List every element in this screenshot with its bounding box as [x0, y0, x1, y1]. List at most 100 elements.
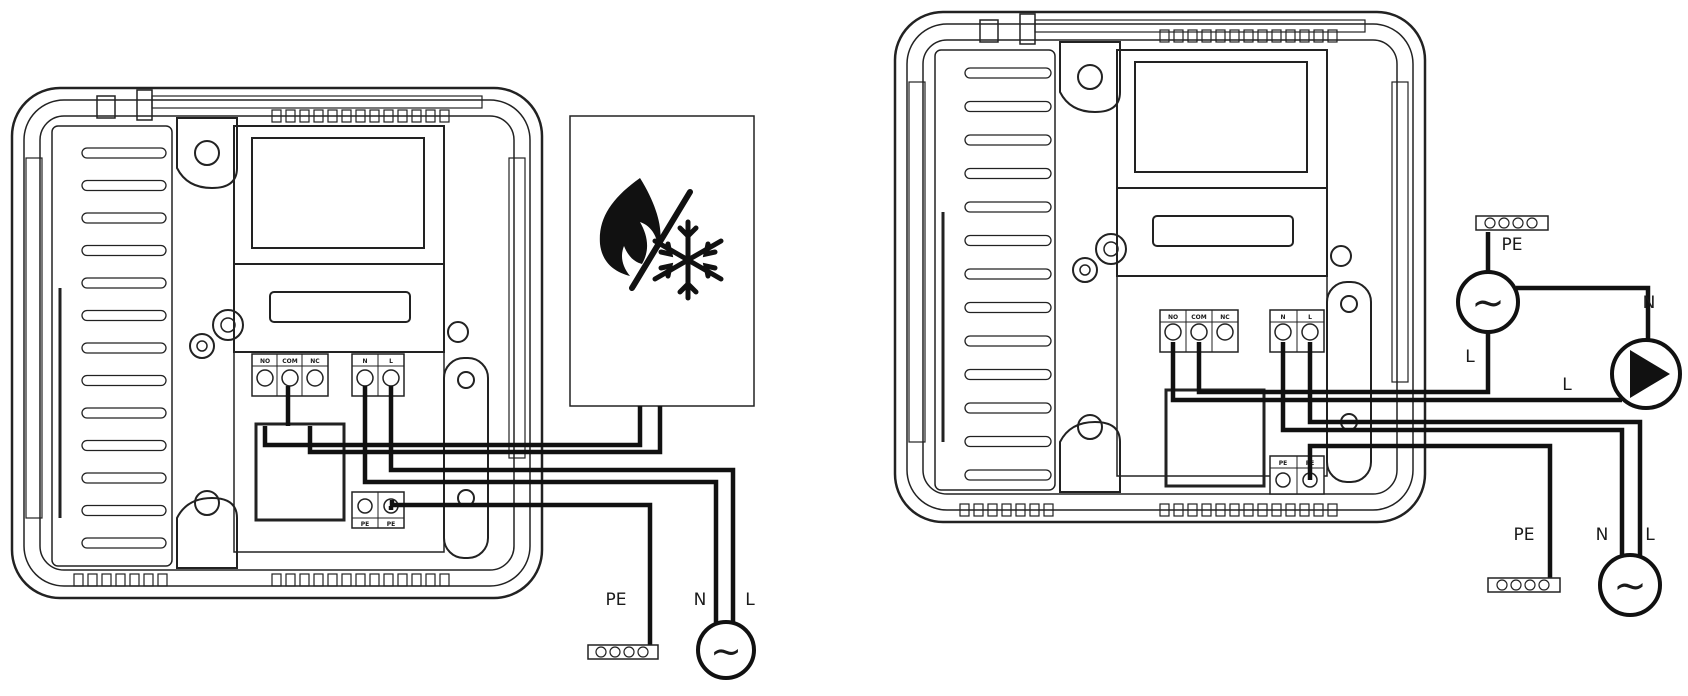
connector-tooth	[1243, 503, 1254, 517]
vent-slot	[964, 335, 1052, 347]
vent-slot	[81, 212, 167, 224]
ac-symbol: ~	[710, 629, 742, 673]
vent-slot	[81, 537, 167, 549]
terminal-l: L	[389, 358, 393, 365]
vent-slot	[81, 179, 167, 192]
connector-tooth	[1159, 503, 1170, 517]
connector-tooth	[355, 109, 366, 123]
connector-tooth	[355, 573, 366, 587]
vent-slots	[81, 147, 167, 549]
connector-tooth	[1187, 29, 1198, 43]
ac-symbol: ~	[1613, 563, 1647, 609]
label-pump-n: N	[1643, 293, 1656, 313]
connector-tooth	[285, 109, 296, 123]
terminal-pe-1: PE	[361, 521, 370, 528]
vent-slot	[81, 407, 167, 419]
connector-tooth	[327, 573, 338, 587]
supply-terminal-block: N L	[1269, 309, 1325, 353]
connector-tooth	[157, 573, 168, 587]
label-n: N	[694, 590, 707, 610]
pe-terminal-block: PE PE	[351, 491, 405, 529]
connector-tooth	[1201, 29, 1212, 43]
connector-tooth	[115, 573, 126, 587]
ac-source-bottom: ~	[1598, 553, 1662, 617]
connector-tooth	[1271, 29, 1282, 43]
connector-tooth	[1257, 29, 1268, 43]
connector-tooth	[959, 503, 970, 517]
connector-tooth	[1327, 29, 1338, 43]
vent-slot	[964, 435, 1052, 448]
flame-icon	[599, 178, 661, 276]
connector-tooth	[313, 573, 324, 587]
vent-slot	[81, 374, 167, 387]
earth-bar-left	[587, 644, 659, 660]
vent-slot	[81, 147, 167, 159]
connector-tooth	[1173, 29, 1184, 43]
connector-tooth	[1215, 503, 1226, 517]
connector-tooth	[87, 573, 98, 587]
ac-source-left: ~	[696, 620, 756, 680]
connector-tooth	[299, 109, 310, 123]
pump-icon	[1610, 338, 1682, 410]
connector-tooth	[271, 573, 282, 587]
earth-bar-bottom	[1487, 577, 1561, 593]
connector-tooth	[439, 573, 450, 587]
connector-tooth	[1327, 503, 1338, 517]
vent-slot	[81, 472, 167, 484]
connector-tooth	[1043, 503, 1054, 517]
vent-slot	[964, 167, 1052, 180]
connector-tooth	[1187, 503, 1198, 517]
connector-tooth	[973, 503, 984, 517]
earth-bar-top	[1475, 215, 1549, 231]
terminal-n: N	[362, 358, 367, 365]
vent-slot	[81, 309, 167, 322]
connector-tooth	[1313, 29, 1324, 43]
connector-tooth	[1215, 29, 1226, 43]
terminal-n: N	[1280, 314, 1285, 321]
connector-tooth	[987, 503, 998, 517]
connector-tooth	[299, 573, 310, 587]
terminal-com: COM	[1191, 314, 1207, 321]
connector-tooth	[1243, 29, 1254, 43]
label-pe: PE	[606, 590, 627, 610]
connector-tooth	[1313, 503, 1324, 517]
ac-source-top: ~	[1456, 270, 1520, 334]
wires-right	[1170, 232, 1651, 584]
pe-terminal-block: PE PE	[1269, 455, 1325, 495]
connector-tooth	[327, 109, 338, 123]
terminal-pe-2: PE	[387, 521, 396, 528]
terminal-nc: NC	[1220, 314, 1230, 321]
connector-tooth	[1257, 503, 1268, 517]
connector-tooth	[1201, 503, 1212, 517]
label-n: N	[1596, 525, 1609, 545]
connector-tooth	[369, 573, 380, 587]
vent-slot	[964, 301, 1052, 314]
supply-terminal-block: N L	[351, 353, 405, 397]
vent-slot	[964, 469, 1052, 481]
label-l: L	[1645, 525, 1655, 545]
connector-tooth	[73, 573, 84, 587]
vent-slot	[81, 439, 167, 452]
vent-slot	[964, 201, 1052, 213]
heating-cooling-device	[569, 115, 755, 407]
connector-tooth	[143, 573, 154, 587]
terminal-l: L	[1308, 314, 1312, 321]
connector-tooth	[1271, 503, 1282, 517]
connector-tooth	[425, 573, 436, 587]
terminal-no: NO	[1168, 314, 1178, 321]
connector-tooth	[1285, 29, 1296, 43]
connector-tooth	[1285, 503, 1296, 517]
connector-tooth	[341, 573, 352, 587]
terminal-nc: NC	[310, 358, 320, 365]
connector-tooth	[129, 573, 140, 587]
vent-slot	[964, 67, 1052, 79]
connector-tooth	[1015, 503, 1026, 517]
connector-tooth	[313, 109, 324, 123]
connector-tooth	[369, 109, 380, 123]
label-source-l: L	[1465, 347, 1475, 367]
wires-left	[262, 386, 736, 650]
slash-icon	[629, 189, 693, 291]
connector-tooth	[1029, 503, 1040, 517]
vent-slot	[964, 234, 1052, 247]
